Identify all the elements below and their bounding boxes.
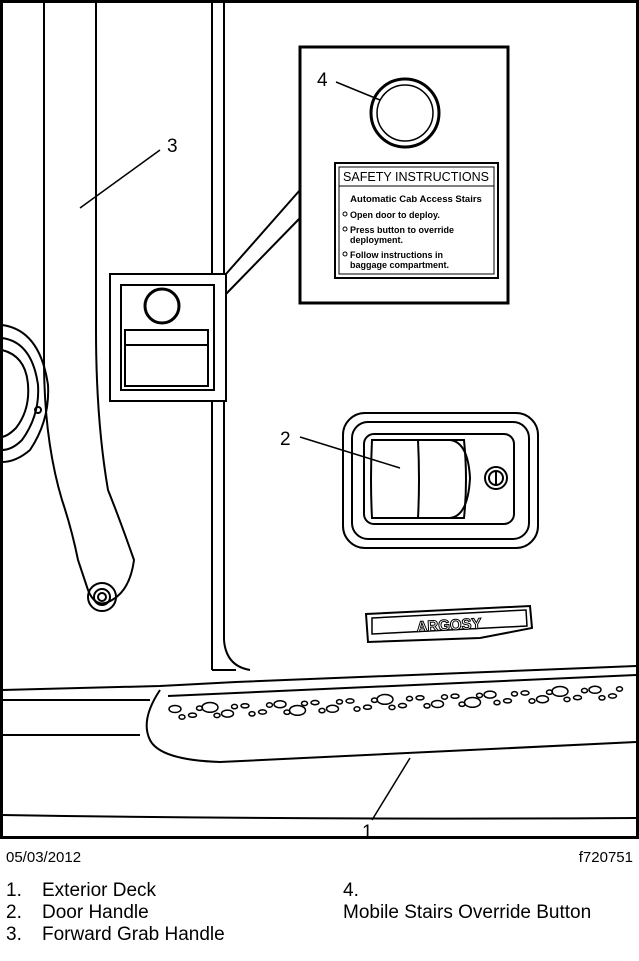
legend-label: Exterior Deck: [42, 880, 156, 902]
figure-date: 05/03/2012: [6, 849, 81, 866]
decal-subtitle: Automatic Cab Access Stairs: [350, 194, 482, 205]
legend-item: 1.Exterior Deck: [6, 880, 225, 902]
deck-hole: [327, 705, 339, 712]
legend-left: 1.Exterior Deck 2.Door Handle 3.Forward …: [6, 880, 225, 946]
legend-label: Door Handle: [42, 902, 149, 924]
decal-line2a: Press button to override: [350, 225, 454, 235]
exterior-deck: [147, 675, 637, 762]
legend-number: 4.: [343, 880, 379, 902]
detail-leader-bottom: [226, 218, 300, 294]
legend-number: 3.: [6, 924, 42, 946]
legend-number: 2.: [6, 902, 42, 924]
deck-hole: [416, 696, 424, 700]
legend-item: 2.Door Handle: [6, 902, 225, 924]
decal-title: SAFETY INSTRUCTIONS: [343, 170, 489, 184]
legend-label: Forward Grab Handle: [42, 924, 225, 946]
side-ornament: [2, 325, 48, 462]
legend-item: 3.Forward Grab Handle: [6, 924, 225, 946]
deck-hole: [617, 687, 623, 691]
deck-hole: [432, 701, 444, 708]
deck-hole: [214, 713, 220, 717]
legend-right: 4.Mobile Stairs Override Button: [343, 880, 639, 924]
deck-hole: [504, 699, 512, 703]
deck-hole: [169, 706, 181, 713]
deck-hole: [259, 710, 267, 714]
deck-hole: [189, 713, 197, 717]
deck-hole: [377, 695, 393, 705]
deck-hole: [529, 699, 535, 703]
deck-hole: [442, 695, 448, 699]
deck-hole: [494, 700, 500, 704]
callout-3: 3: [167, 136, 178, 157]
deck-hole: [346, 699, 354, 703]
legend-item: 4.Mobile Stairs Override Button: [343, 880, 639, 924]
deck-hole: [364, 705, 372, 709]
decal-line1: Open door to deploy.: [350, 210, 440, 220]
deck-hole: [512, 692, 518, 696]
deck-hole: [232, 704, 238, 708]
deck-hole: [354, 707, 360, 711]
deck-hole: [521, 691, 529, 695]
deck-hole: [311, 701, 319, 705]
deck-hole: [319, 708, 325, 712]
deck-hole: [537, 696, 549, 703]
detail-inset: SAFETY INSTRUCTIONS Automatic Cab Access…: [300, 47, 508, 303]
deck-hole: [407, 696, 413, 700]
figure-id: f720751: [579, 849, 633, 866]
deck-hole: [484, 691, 496, 698]
legend-number: 1.: [6, 880, 42, 902]
deck-hole: [222, 710, 234, 717]
leader-line-1: [372, 758, 410, 820]
deck-hole: [451, 694, 459, 698]
deck-hole: [574, 696, 582, 700]
deck-hole: [267, 703, 273, 707]
deck-hole: [564, 697, 570, 701]
callout-2: 2: [280, 429, 291, 450]
deck-hole: [202, 703, 218, 713]
deck-hole: [399, 704, 407, 708]
deck-hole: [465, 698, 481, 708]
deck-hole: [337, 700, 343, 704]
deck-hole: [179, 715, 185, 719]
deck-hole: [552, 687, 568, 697]
deck-hole: [582, 688, 588, 692]
deck-hole: [249, 712, 255, 716]
deck-hole: [241, 704, 249, 708]
deck-hole: [274, 701, 286, 708]
deck-hole: [599, 696, 605, 700]
deck-hole: [302, 701, 308, 705]
deck-hole: [389, 705, 395, 709]
brand-badge: ARGOSY: [366, 606, 532, 642]
decal-line2b: deployment.: [350, 235, 403, 245]
badge-text: ARGOSY: [416, 615, 482, 635]
deck-hole: [477, 693, 483, 697]
deck-hole: [609, 694, 617, 698]
deck-hole: [290, 706, 306, 716]
leader-line-2: [300, 437, 400, 468]
callout-1: 1: [362, 822, 373, 840]
decal-line3a: Follow instructions in: [350, 250, 443, 260]
deck-hole: [589, 686, 601, 693]
detail-leader-top: [226, 190, 300, 274]
decal-line3b: baggage compartment.: [350, 260, 449, 270]
door-handle: [343, 413, 538, 548]
button-housing: [110, 274, 226, 401]
callout-4: 4: [317, 70, 328, 91]
deck-hole: [424, 704, 430, 708]
cab-access-diagram: SAFETY INSTRUCTIONS Automatic Cab Access…: [0, 0, 639, 840]
legend-label: Mobile Stairs Override Button: [343, 902, 613, 924]
leader-line-3: [80, 150, 160, 208]
